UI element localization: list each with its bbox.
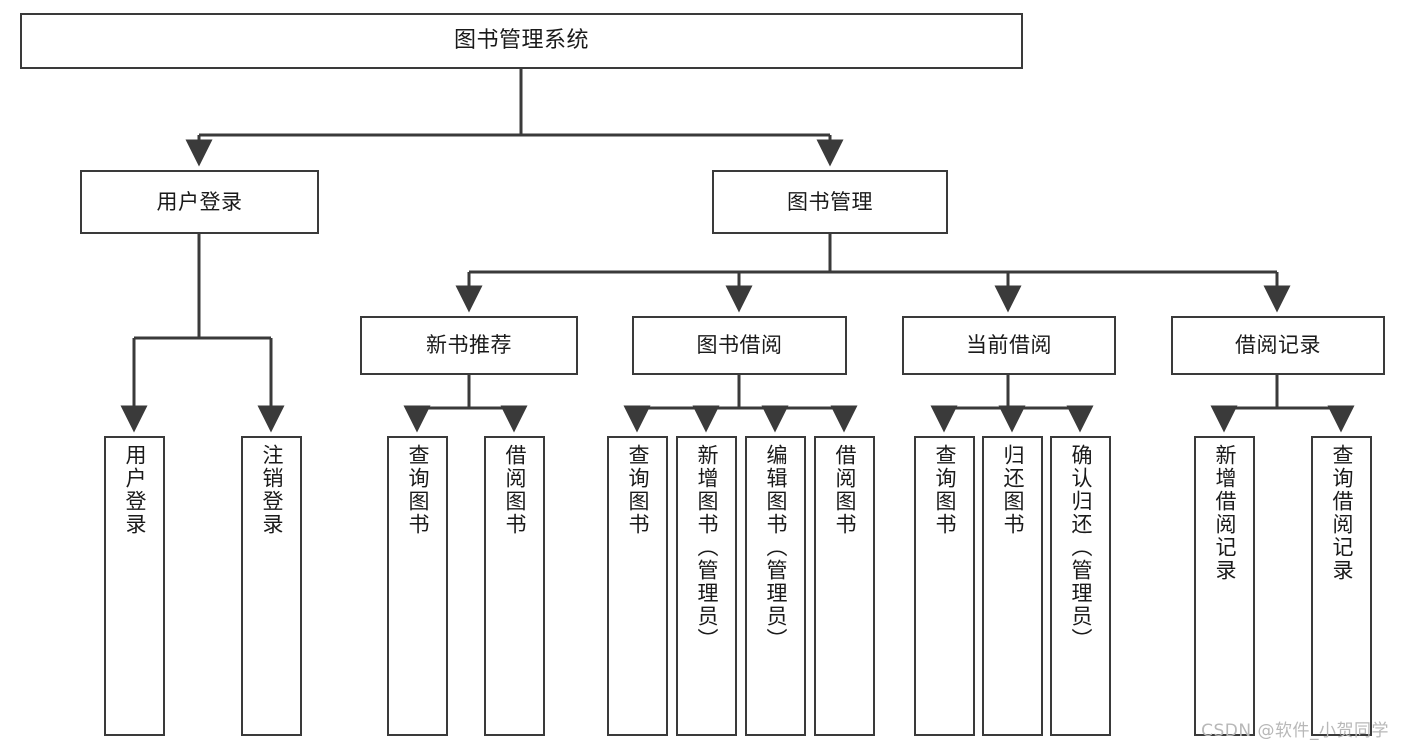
node-label: 确认归还（管理员） [1069, 444, 1093, 651]
node-label: 新增借阅记录 [1213, 444, 1237, 582]
node-leaf-add-borrow-record[interactable]: 新增借阅记录 [1194, 436, 1255, 736]
node-leaf-borrow-book-1[interactable]: 借阅图书 [484, 436, 545, 736]
node-leaf-query-book-2[interactable]: 查询图书 [607, 436, 668, 736]
node-label: 查询图书 [626, 444, 650, 536]
node-label: 新书推荐 [426, 333, 512, 358]
node-leaf-return-book[interactable]: 归还图书 [982, 436, 1043, 736]
node-label: 用户登录 [156, 189, 243, 214]
node-label: 查询借阅记录 [1330, 444, 1354, 582]
node-leaf-borrow-book-2[interactable]: 借阅图书 [814, 436, 875, 736]
node-label: 归还图书 [1001, 444, 1025, 536]
node-leaf-logout-login[interactable]: 注销登录 [241, 436, 302, 736]
node-book-borrow[interactable]: 图书借阅 [632, 316, 847, 375]
node-label: 注销登录 [260, 444, 284, 536]
node-user-login[interactable]: 用户登录 [80, 170, 319, 234]
node-root-book-management-system[interactable]: 图书管理系统 [20, 13, 1023, 69]
node-label: 借阅图书 [833, 444, 857, 536]
node-label: 查询图书 [933, 444, 957, 536]
node-book-manage[interactable]: 图书管理 [712, 170, 948, 234]
node-borrow-record[interactable]: 借阅记录 [1171, 316, 1385, 375]
node-new-book-recommendation[interactable]: 新书推荐 [360, 316, 578, 375]
node-leaf-add-book[interactable]: 新增图书（管理员） [676, 436, 737, 736]
node-current-borrow[interactable]: 当前借阅 [902, 316, 1116, 375]
node-label: 图书借阅 [696, 333, 783, 358]
node-leaf-confirm-return[interactable]: 确认归还（管理员） [1050, 436, 1111, 736]
node-leaf-user-login[interactable]: 用户登录 [104, 436, 165, 736]
watermark: CSDN @软件_小贺同学 [1201, 721, 1389, 741]
node-label: 当前借阅 [966, 333, 1052, 358]
node-leaf-query-borrow-record[interactable]: 查询借阅记录 [1311, 436, 1372, 736]
node-label: 图书管理 [787, 189, 873, 214]
node-leaf-query-book-1[interactable]: 查询图书 [387, 436, 448, 736]
node-label: 编辑图书（管理员） [764, 444, 788, 651]
node-label: 借阅记录 [1235, 333, 1321, 358]
node-label: 图书管理系统 [453, 28, 589, 54]
node-label: 查询图书 [406, 444, 430, 536]
node-leaf-query-book-3[interactable]: 查询图书 [914, 436, 975, 736]
node-leaf-edit-book[interactable]: 编辑图书（管理员） [745, 436, 806, 736]
node-label: 借阅图书 [503, 444, 527, 536]
node-label: 新增图书（管理员） [695, 444, 719, 651]
node-label: 用户登录 [123, 444, 147, 536]
